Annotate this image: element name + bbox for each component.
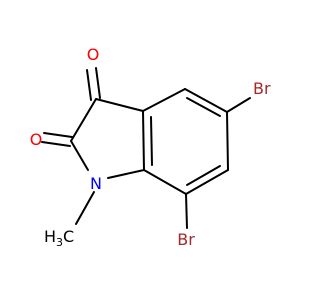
- nitrogen-label: N: [90, 174, 102, 193]
- bond-c2-o2-a: [43, 132, 73, 138]
- bond-c4-c5: [184, 88, 228, 113]
- oxygen-label-1: O: [87, 45, 100, 64]
- bond-c2-c3: [70, 98, 97, 142]
- bond-c3-o1-a: [95, 67, 101, 99]
- bond-c3a-c4: [142, 88, 186, 112]
- atom-labels: O O N Br Br H3C: [30, 45, 271, 249]
- bond-c5-br: [226, 97, 251, 113]
- bond-c2-n: [70, 140, 89, 171]
- bond-c4-c5-inner: [186, 97, 221, 117]
- bromine-label-7: Br: [177, 230, 195, 249]
- bromine-label-5: Br: [253, 79, 271, 98]
- bond-c3a-c7a-inner: [150, 116, 153, 166]
- methyl-c: C: [63, 227, 74, 246]
- oxygen-label-2: O: [30, 130, 43, 149]
- methyl-subscript: 3: [56, 236, 63, 249]
- bond-n-c7a: [107, 169, 145, 179]
- bond-c2-o2-b: [41, 141, 71, 147]
- bond-c3-o1-b: [86, 69, 92, 101]
- bond-c6-c7-inner: [186, 165, 221, 186]
- bond-c5-c6: [226, 111, 229, 171]
- bond-c6-c7: [185, 169, 229, 195]
- bond-c7-c7a: [143, 169, 187, 195]
- structure-diagram: O O N Br Br H3C: [30, 45, 271, 249]
- methyl-label: H3C: [44, 227, 74, 249]
- methyl-h: H: [44, 227, 56, 246]
- bond-n-methyl: [75, 191, 95, 225]
- bond-c3a-c7a: [142, 110, 145, 171]
- bonds: [41, 67, 251, 229]
- bond-c3-c3a: [95, 98, 144, 112]
- bond-c7-br: [185, 193, 188, 229]
